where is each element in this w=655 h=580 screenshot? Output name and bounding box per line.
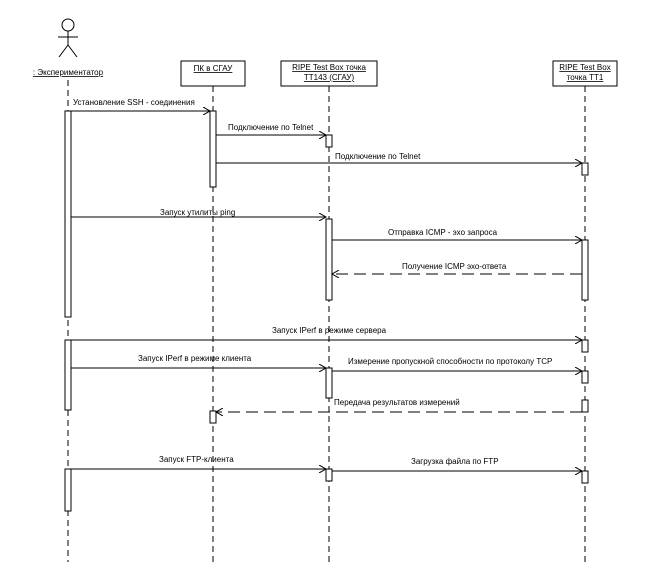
message-label: Запуск IPerf в режиме сервера xyxy=(272,326,387,335)
message-label: Запуск IPerf в режиме клиента xyxy=(138,354,252,363)
object-box xyxy=(552,60,618,87)
message-label: Установление SSH - соединения xyxy=(73,98,195,107)
object-box xyxy=(180,60,246,87)
object-label-line1: RIPE Test Box точка xyxy=(292,63,366,72)
object-label: ПК в СГАУ xyxy=(194,64,234,73)
activation-bar xyxy=(581,370,589,384)
message-label: Подключение по Telnet xyxy=(335,152,421,161)
activation-bar xyxy=(325,134,333,148)
message-label: Передача результатов измерений xyxy=(334,398,460,407)
object-ripe-tt143: RIPE Test Box точка ТТ143 (СГАУ) xyxy=(280,60,378,87)
activation-bar xyxy=(325,468,333,482)
object-label-line2: ТТ143 (СГАУ) xyxy=(304,73,355,82)
object-pc-sgau: ПК в СГАУ xyxy=(180,60,246,87)
activation-bar xyxy=(581,339,589,353)
object-label-line2: точка ТТ1 xyxy=(567,73,604,82)
message-label: Измерение пропускной способности по прот… xyxy=(348,357,552,366)
activation-bar xyxy=(325,218,333,301)
activation-bar xyxy=(581,399,589,413)
message-label: Подключение по Telnet xyxy=(228,123,314,132)
activation-bar xyxy=(209,410,217,424)
actor-label: : Экспериментатор xyxy=(33,68,104,77)
message-label: Запуск утилиты ping xyxy=(160,208,235,217)
object-box xyxy=(280,60,378,87)
activation-bar xyxy=(209,110,217,188)
message-label: Получение ICMP эхо-ответа xyxy=(402,262,507,271)
activation-bar xyxy=(325,367,333,399)
actor-experimenter: : Экспериментатор xyxy=(33,18,104,77)
activation-bar xyxy=(581,239,589,301)
activation-bar xyxy=(581,470,589,484)
object-label-line1: RIPE Test Box xyxy=(559,63,610,72)
activation-bar xyxy=(64,468,72,512)
message-label: Загрузка файла по FTP xyxy=(411,457,499,466)
activation-bar xyxy=(64,339,72,411)
message-label: Запуск FTP-клиента xyxy=(159,455,234,464)
activation-bar xyxy=(581,162,589,176)
object-ripe-tt1: RIPE Test Box точка ТТ1 xyxy=(552,60,618,87)
actor-stick-figure-icon xyxy=(58,18,78,58)
message-label: Отправка ICMP - эхо запроса xyxy=(388,228,498,237)
activation-bar xyxy=(64,110,72,318)
